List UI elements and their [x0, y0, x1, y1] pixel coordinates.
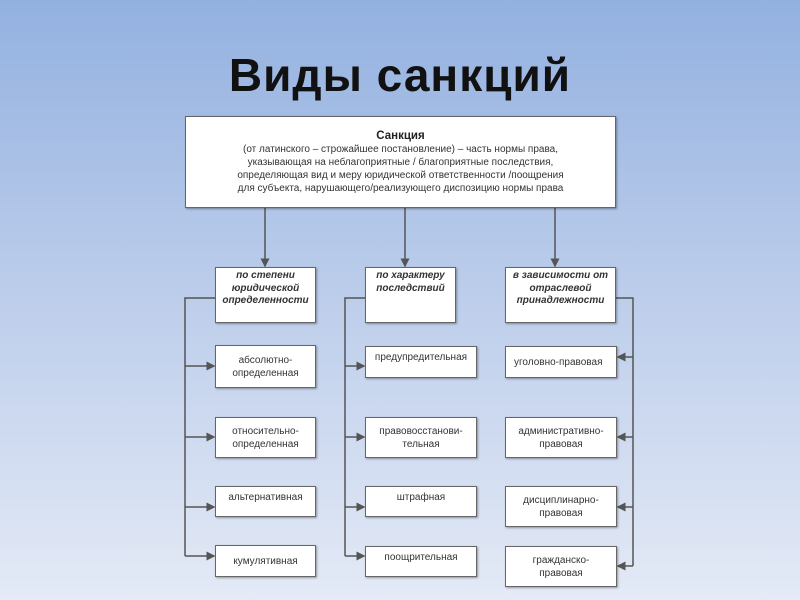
item-box: уголовно-правовая [505, 346, 617, 378]
definition-line: определяющая вид и меру юридической отве… [237, 169, 564, 181]
sanction-heading: Санкция [376, 129, 425, 142]
item-box: абсолютно-определенная [215, 345, 316, 388]
definition-line: (от латинского – строжайшее постановлени… [243, 143, 558, 155]
category-legal-certainty: по степени юридической определенности [215, 267, 316, 323]
definition-line: указывающая на неблагоприятные / благопр… [247, 156, 554, 168]
item-box: предупредительная [365, 346, 477, 378]
category-consequences: по характеру последствий [365, 267, 456, 323]
sanction-definition-box: Санкция (от латинского – строжайшее пост… [185, 116, 616, 208]
item-box: штрафная [365, 486, 477, 517]
item-box: дисциплинарно-правовая [505, 486, 617, 527]
item-box: правовосстанови-тельная [365, 417, 477, 458]
slide-title: Виды санкций [228, 49, 572, 101]
definition-line: для субъекта, нарушающего/реализующего д… [237, 182, 564, 194]
category-branch: в зависимости от отраслевой принадлежнос… [505, 267, 616, 323]
item-box: поощрительная [365, 546, 477, 577]
item-box: относительно-определенная [215, 417, 316, 458]
item-box: административно-правовая [505, 417, 617, 458]
item-box: кумулятивная [215, 545, 316, 577]
item-box: альтернативная [215, 486, 316, 517]
item-box: гражданско-правовая [505, 546, 617, 587]
